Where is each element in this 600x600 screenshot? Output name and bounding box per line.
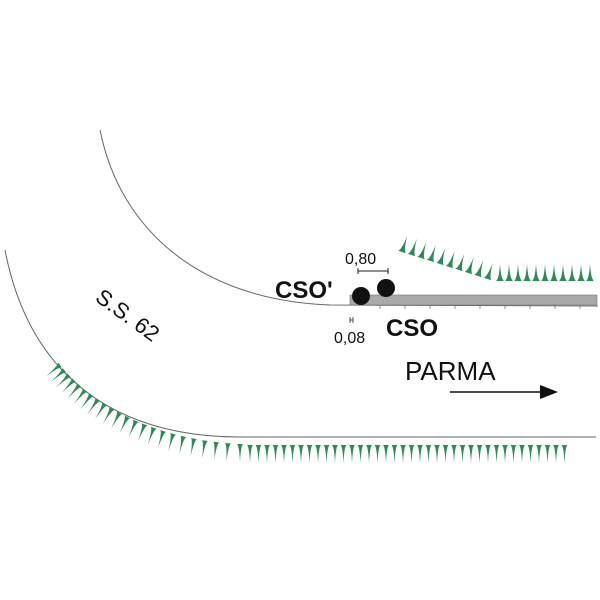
barrier-ticks <box>379 305 581 309</box>
vegetation-mark <box>577 264 585 281</box>
vegetation-mark <box>73 387 89 404</box>
vegetation-upper <box>398 235 594 281</box>
vegetation-mark <box>95 401 108 420</box>
vegetation-mark <box>433 444 441 463</box>
vegetation-mark <box>483 262 493 281</box>
vegetation-mark <box>246 444 254 463</box>
vegetation-mark <box>236 443 244 462</box>
vegetation-mark <box>168 432 177 452</box>
vegetation-mark <box>426 244 436 263</box>
vegetation-mark <box>314 444 322 463</box>
dim-top-label: 0,80 <box>345 251 376 268</box>
vegetation-mark <box>111 410 123 429</box>
vegetation-mark <box>532 264 540 281</box>
vegetation-mark <box>138 422 149 442</box>
vegetation-mark <box>373 444 382 463</box>
vegetation-mark <box>305 444 314 463</box>
vegetation-mark <box>179 435 188 454</box>
vegetation-mark <box>56 372 72 388</box>
vegetation-mark <box>450 444 458 463</box>
direction-label: PARMA <box>405 356 496 386</box>
vegetation-mark <box>50 367 67 382</box>
vegetation-mark <box>200 439 209 459</box>
dimension-bottom <box>349 317 354 323</box>
road-edge-upper <box>99 129 599 307</box>
vegetation-mark <box>348 444 356 463</box>
vegetation-mark <box>535 444 543 463</box>
vegetation-mark <box>455 253 465 272</box>
vegetation-mark <box>436 247 446 266</box>
vegetation-mark <box>280 444 288 463</box>
vegetation-mark <box>492 444 501 463</box>
vegetation-mark <box>102 406 116 425</box>
vegetation-mark <box>190 437 198 457</box>
direction-arrow-icon <box>450 385 558 399</box>
barrier <box>349 294 598 306</box>
vegetation-mark <box>543 444 552 463</box>
cso-marker <box>377 279 395 297</box>
vegetation-mark <box>67 382 83 399</box>
vegetation-mark <box>223 442 232 462</box>
vegetation-mark <box>458 444 467 463</box>
vegetation-mark <box>297 444 305 463</box>
vegetation-mark <box>322 444 331 463</box>
vegetation-mark <box>484 444 492 463</box>
vegetation-mark <box>552 444 560 463</box>
vegetation-mark <box>398 235 408 254</box>
vegetation-mark <box>271 444 280 463</box>
vegetation-mark <box>501 444 509 463</box>
vegetation-mark <box>586 264 594 281</box>
vegetation-mark <box>441 444 450 463</box>
vegetation-mark <box>505 264 513 281</box>
vegetation-mark <box>523 264 531 281</box>
vegetation-mark <box>475 444 484 463</box>
vegetation-mark <box>288 444 297 463</box>
vegetation-mark <box>339 444 348 463</box>
vegetation-mark <box>80 392 95 410</box>
vegetation-mark <box>416 444 424 463</box>
vegetation-mark <box>119 415 132 434</box>
vegetation-mark <box>509 444 518 463</box>
vegetation-mark <box>526 444 535 463</box>
cso-prime-label: CSO' <box>275 277 333 304</box>
vegetation-mark <box>87 397 101 415</box>
vegetation-mark <box>157 429 167 449</box>
vegetation-mark <box>407 444 416 463</box>
road-name-label: S.S. 62 <box>91 284 164 347</box>
vegetation-mark <box>407 238 417 257</box>
vegetation-mark <box>390 444 399 463</box>
vegetation-mark <box>331 444 339 463</box>
vegetation-mark <box>147 426 158 445</box>
vegetation-mark <box>61 377 77 394</box>
dimension-top <box>357 268 389 274</box>
vegetation-mark <box>518 444 526 463</box>
vegetation-mark <box>474 259 484 278</box>
vegetation-mark <box>424 444 433 463</box>
vegetation-mark <box>46 361 63 377</box>
vegetation-mark <box>445 250 455 269</box>
vegetation-mark <box>467 444 475 463</box>
vegetation-mark <box>128 419 140 438</box>
vegetation-mark <box>541 264 549 281</box>
vegetation-mark <box>550 264 558 281</box>
vegetation-mark <box>254 444 263 463</box>
cso-label: CSO <box>386 315 438 342</box>
vegetation-lower <box>46 361 569 463</box>
vegetation-mark <box>382 444 390 463</box>
vegetation-mark <box>399 444 407 463</box>
vegetation-mark <box>559 264 567 281</box>
vegetation-mark <box>417 241 427 260</box>
road-edge-lower <box>4 249 596 438</box>
vegetation-mark <box>464 256 474 275</box>
vegetation-mark <box>560 444 569 463</box>
vegetation-mark <box>263 444 271 463</box>
vegetation-mark <box>496 264 504 281</box>
vegetation-mark <box>568 264 576 281</box>
dim-bottom-label: 0,08 <box>334 330 365 347</box>
vegetation-mark <box>365 444 373 463</box>
vegetation-mark <box>356 444 365 463</box>
cso-prime-marker <box>352 287 370 305</box>
vegetation-mark <box>212 441 221 460</box>
vegetation-mark <box>514 264 522 281</box>
